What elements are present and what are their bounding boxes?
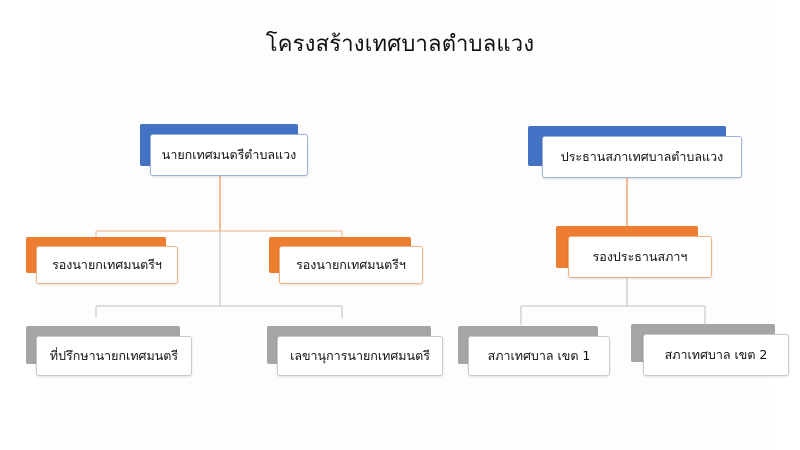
node-mayor: นายกเทศมนตรีตำบลแวง xyxy=(140,124,308,178)
node-mayor-secretary-label: เลขานุการนายกเทศมนตรี xyxy=(277,336,443,376)
node-council-district-1: สภาเทศบาล เขต 1 xyxy=(458,326,610,376)
node-mayor-secretary: เลขานุการนายกเทศมนตรี xyxy=(267,326,443,376)
node-deputy-mayor-2: รองนายกเทศมนตรีฯ xyxy=(269,237,423,285)
node-deputy-mayor-1-label: รองนายกเทศมนตรีฯ xyxy=(36,246,178,284)
node-mayor-label: นายกเทศมนตรีตำบลแวง xyxy=(150,134,308,176)
node-council-vice-president-label: รองประธานสภาฯ xyxy=(568,236,712,278)
node-council-president-label: ประธานสภาเทศบาลตำบลแวง xyxy=(542,136,742,178)
node-council-vice-president: รองประธานสภาฯ xyxy=(556,226,712,278)
node-council-district-2: สภาเทศบาล เขต 2 xyxy=(631,324,789,376)
node-council-district-1-label: สภาเทศบาล เขต 1 xyxy=(468,336,610,376)
node-deputy-mayor-1: รองนายกเทศมนตรีฯ xyxy=(26,237,178,285)
node-mayor-advisor: ที่ปรึกษานายกเทศมนตรี xyxy=(26,326,192,376)
node-council-president: ประธานสภาเทศบาลตำบลแวง xyxy=(528,126,742,178)
diagram-title: โครงสร้างเทศบาลตำบลแวง xyxy=(265,32,535,57)
node-mayor-advisor-label: ที่ปรึกษานายกเทศมนตรี xyxy=(36,336,192,376)
node-council-district-2-label: สภาเทศบาล เขต 2 xyxy=(643,334,789,376)
node-deputy-mayor-2-label: รองนายกเทศมนตรีฯ xyxy=(279,246,423,284)
